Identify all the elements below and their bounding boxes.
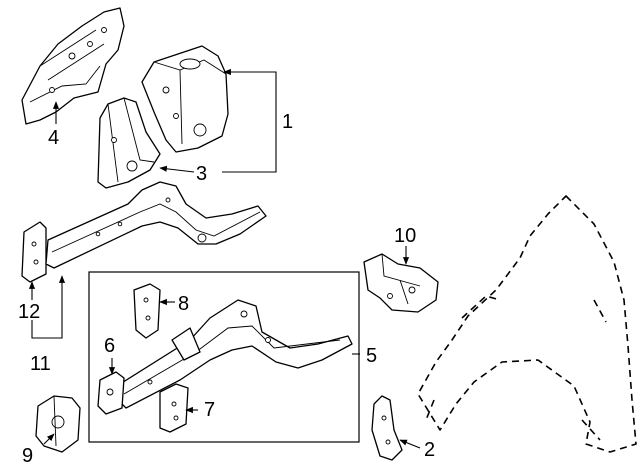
part-2-bracket bbox=[371, 395, 403, 461]
part-5-frame-rail bbox=[117, 299, 353, 409]
part-12-bracket bbox=[21, 221, 47, 283]
part-3-strut-reinforcement bbox=[97, 97, 161, 189]
callout-10: 10 bbox=[394, 225, 416, 247]
callout-3: 3 bbox=[196, 163, 207, 185]
part-1-strut-tower bbox=[141, 45, 229, 153]
callout-5: 5 bbox=[366, 345, 377, 367]
part-6-mount bbox=[97, 371, 125, 415]
part-8-bracket bbox=[133, 283, 161, 339]
callout-1: 1 bbox=[282, 111, 293, 133]
callout-12: 12 bbox=[18, 301, 40, 323]
part-4-apron-reinforcement bbox=[21, 7, 125, 125]
group-5-box bbox=[88, 271, 360, 443]
callout-6: 6 bbox=[104, 335, 115, 357]
callout-11: 11 bbox=[30, 353, 51, 375]
fender-outline bbox=[417, 195, 637, 453]
callout-7: 7 bbox=[204, 399, 215, 421]
callout-8: 8 bbox=[178, 293, 189, 315]
part-10-bracket bbox=[363, 253, 439, 313]
part-11-upper-rail bbox=[45, 181, 267, 269]
callout-9: 9 bbox=[22, 445, 33, 467]
callout-2: 2 bbox=[424, 439, 435, 461]
part-7-bracket bbox=[159, 383, 189, 433]
leader-lines bbox=[28, 68, 421, 449]
part-9-mount bbox=[35, 395, 81, 453]
callout-4: 4 bbox=[48, 127, 59, 149]
